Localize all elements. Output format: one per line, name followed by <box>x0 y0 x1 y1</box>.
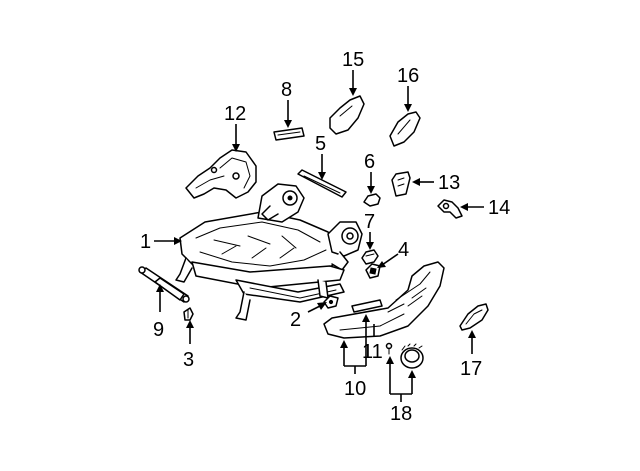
knob-part-18 <box>385 342 424 369</box>
side-shield-part-10 <box>323 261 445 339</box>
shield-part-12 <box>185 149 257 199</box>
callout-15: 15 <box>342 49 364 71</box>
leader-lines <box>154 70 484 402</box>
rod-part-5 <box>297 169 347 198</box>
bolt-part-3 <box>183 307 194 321</box>
callout-16: 16 <box>397 65 419 87</box>
spring-part-9 <box>138 266 190 303</box>
callout-1: 1 <box>140 231 151 253</box>
knob-part-7 <box>361 249 379 265</box>
callout-labels: 1 2 3 4 5 6 7 8 9 10 11 12 13 14 15 16 1… <box>140 49 510 425</box>
clip-part-14 <box>437 199 463 219</box>
callout-12: 12 <box>224 103 246 125</box>
callout-4: 4 <box>398 239 409 261</box>
callout-17: 17 <box>460 358 482 380</box>
callout-13: 13 <box>438 172 460 194</box>
pad-part-8 <box>273 127 305 141</box>
callout-3: 3 <box>183 349 194 371</box>
seat-frame-assembly <box>175 183 363 321</box>
callout-2: 2 <box>290 309 301 331</box>
callout-6: 6 <box>364 151 375 173</box>
trim-strip-part-11 <box>351 299 383 313</box>
callout-18: 18 <box>390 403 412 425</box>
callout-11: 11 <box>362 341 383 363</box>
clip-part-2 <box>323 295 339 309</box>
bracket-part-4 <box>365 263 381 279</box>
callout-9: 9 <box>153 319 164 341</box>
callout-7: 7 <box>364 211 375 233</box>
cover-part-15 <box>329 95 365 135</box>
callout-5: 5 <box>315 133 326 155</box>
bracket-part-13 <box>391 171 411 197</box>
callout-14: 14 <box>488 197 510 219</box>
cover-part-6 <box>363 193 381 207</box>
callout-8: 8 <box>281 79 292 101</box>
escutcheon-part-17 <box>459 303 489 331</box>
cover-part-16 <box>389 111 421 147</box>
callout-10: 10 <box>344 378 366 400</box>
